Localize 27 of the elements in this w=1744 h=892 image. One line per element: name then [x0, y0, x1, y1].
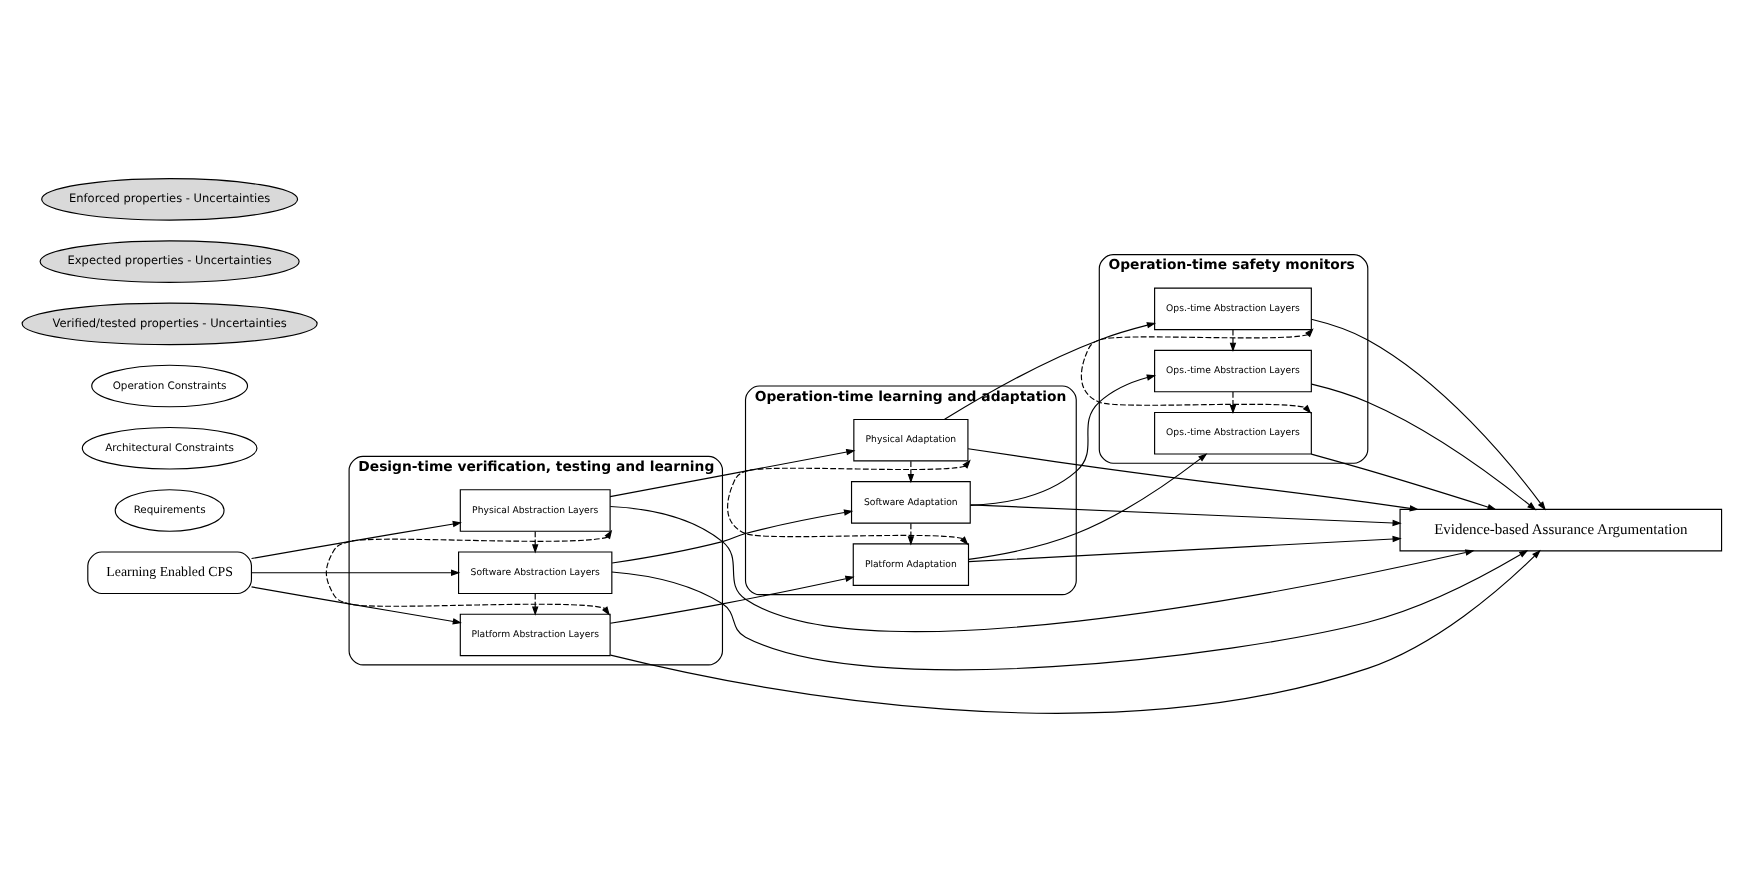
- arrow: [1229, 329, 1237, 352]
- arrow: [531, 593, 539, 616]
- arrow: [969, 374, 1156, 506]
- arrow: [968, 535, 1402, 563]
- arrow: [609, 448, 856, 498]
- arrow: [531, 530, 539, 554]
- arrow: [1080, 328, 1314, 414]
- arrow: [611, 509, 854, 564]
- arrow: [907, 522, 915, 546]
- arrow: [609, 505, 1475, 632]
- arrow: [611, 549, 1529, 671]
- arrow: [1310, 318, 1546, 511]
- arrow: [1311, 383, 1537, 511]
- arrow: [907, 460, 915, 484]
- arrow: [944, 322, 1157, 420]
- arrow: [1229, 391, 1237, 415]
- arrow: [325, 529, 613, 616]
- arrow: [250, 586, 462, 625]
- arrow: [1310, 453, 1497, 511]
- arrow: [610, 549, 1541, 714]
- arrow: [609, 575, 855, 624]
- arrow: [727, 459, 971, 546]
- arrow: [967, 448, 1419, 512]
- arrow: [251, 569, 461, 576]
- arrow: [968, 453, 1208, 560]
- arrow: [970, 504, 1402, 527]
- arrow: [250, 520, 462, 560]
